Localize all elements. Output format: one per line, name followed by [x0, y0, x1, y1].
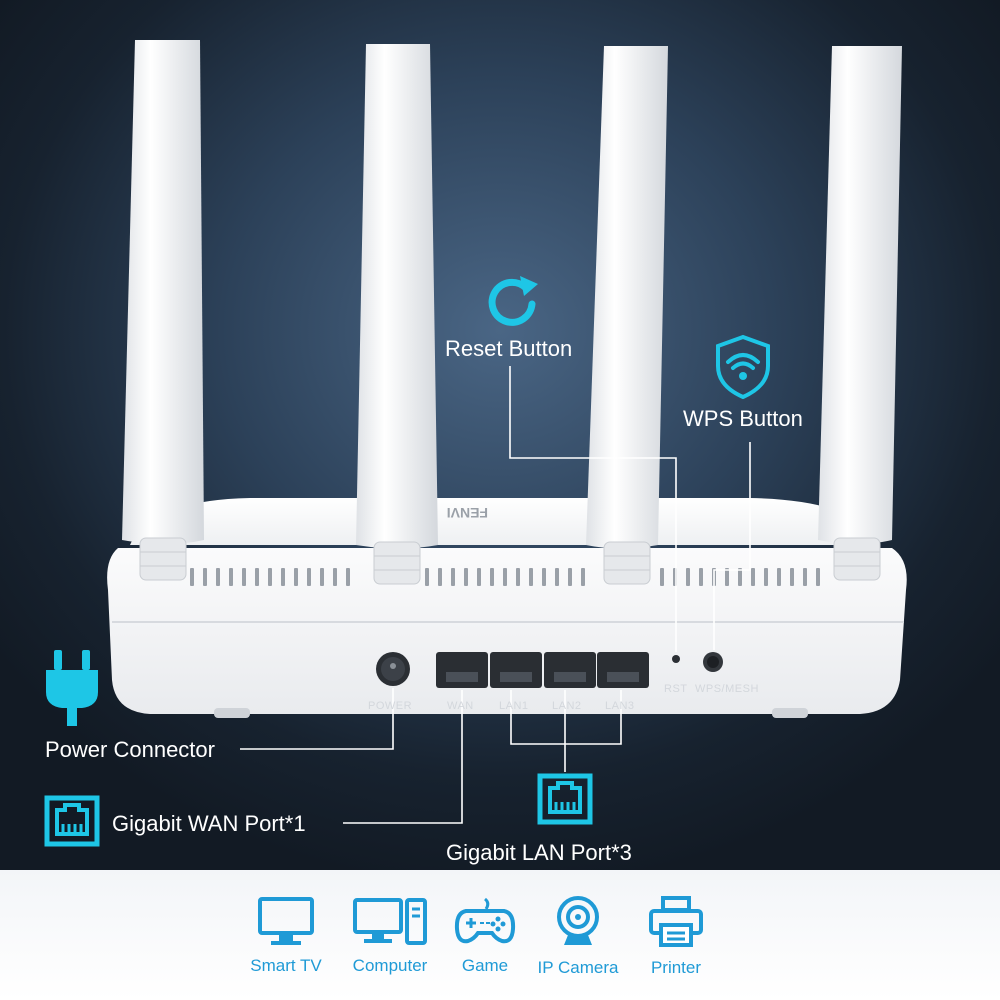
ethernet-port-icon — [44, 795, 100, 847]
device-strip — [0, 870, 1000, 1000]
antenna — [818, 46, 902, 581]
power-jack[interactable] — [376, 652, 410, 686]
device-label: IP Camera — [537, 958, 619, 977]
router-foot — [772, 708, 808, 718]
power-plug-icon — [46, 650, 98, 726]
reset-button-label: Reset Button — [445, 336, 573, 361]
device-game: Game — [430, 895, 540, 976]
wan-port[interactable] — [436, 652, 488, 688]
computer-icon — [353, 898, 427, 945]
printer-icon — [649, 896, 703, 947]
device-label: Printer — [650, 958, 702, 977]
device-label: Computer — [352, 956, 428, 975]
router-brand: FENVI — [447, 505, 488, 521]
wps-mesh-label: WPS/MESH — [695, 683, 759, 695]
device-ip-camera: IP Camera — [523, 895, 633, 978]
lan-port-2[interactable] — [544, 652, 596, 688]
rst-label: RST — [664, 683, 688, 695]
router-top — [130, 498, 880, 545]
power-connector-label: Power Connector — [45, 737, 215, 762]
lan2-port-label: LAN2 — [552, 700, 582, 712]
antenna — [122, 40, 204, 581]
router-foot — [214, 708, 250, 718]
antenna — [356, 44, 438, 585]
wan-port-label: WAN — [447, 700, 474, 712]
wps-button-label: WPS Button — [683, 406, 803, 431]
ip-camera-icon — [557, 896, 599, 945]
device-smart-tv: Smart TV — [231, 895, 341, 976]
device-label: Smart TV — [250, 956, 322, 975]
power-port-label: POWER — [368, 700, 413, 712]
ethernet-port-icon — [537, 773, 593, 825]
device-label: Game — [461, 956, 509, 975]
reset-pinhole[interactable] — [672, 655, 680, 663]
wifi-shield-icon — [716, 334, 770, 400]
lan-port-1[interactable] — [490, 652, 542, 688]
device-computer: Computer — [335, 895, 445, 976]
lan-port-3[interactable] — [597, 652, 649, 688]
wps-button[interactable] — [703, 652, 723, 672]
device-printer: Printer — [621, 895, 731, 978]
router-body — [107, 548, 907, 714]
callout-lines — [240, 366, 751, 824]
vent-slots — [190, 568, 820, 586]
antenna — [586, 46, 668, 585]
lan3-port-label: LAN3 — [605, 700, 635, 712]
tv-icon — [258, 897, 314, 945]
refresh-icon — [488, 276, 538, 326]
gamepad-icon — [454, 897, 516, 944]
lan-port-callout-label: Gigabit LAN Port*3 — [446, 840, 632, 865]
lan1-port-label: LAN1 — [499, 700, 529, 712]
wan-port-callout-label: Gigabit WAN Port*1 — [112, 811, 306, 836]
